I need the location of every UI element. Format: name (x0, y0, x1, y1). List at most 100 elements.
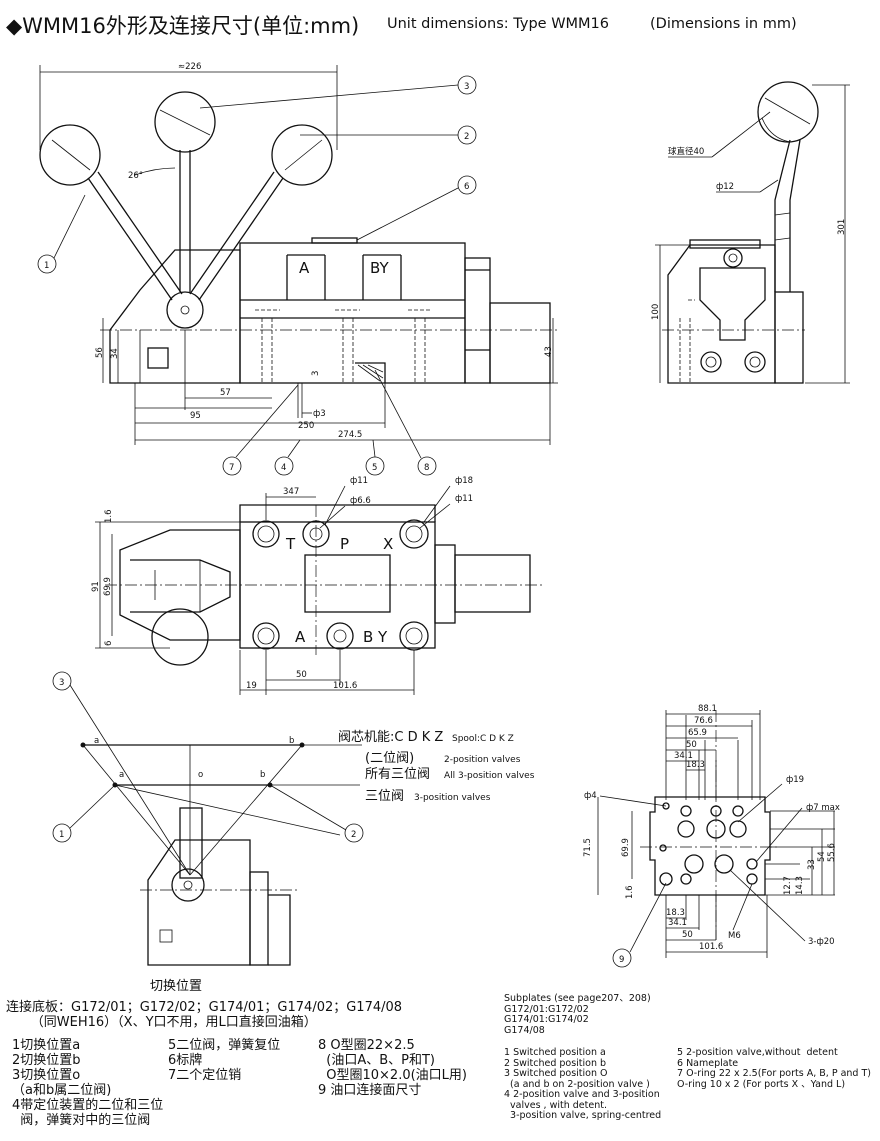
svg-text:6: 6 (464, 182, 469, 192)
callout-pos-2: 2 (269, 784, 364, 843)
dim-101-6-sub: 101.6 (699, 942, 723, 952)
callout-6: 6 (356, 175, 477, 241)
phi12-label: ф12 (716, 182, 734, 192)
port-x-label: X (383, 535, 393, 553)
dim-250: 250 (298, 421, 314, 431)
units-en: (Dimensions in mm) (650, 16, 797, 32)
callout-8: 8 (374, 369, 437, 476)
dim-6: 6 (104, 641, 114, 646)
three-pos-label-en: 3-position valves (414, 793, 491, 803)
phi66-label: ф6.6 (350, 496, 371, 506)
port-a-label: A (299, 259, 310, 277)
ball-diameter-label: 球直径40 (668, 146, 704, 157)
dim-57: 57 (220, 388, 231, 398)
dim-33: 33 (807, 859, 817, 870)
positions-view: a b a o b 阀芯机能:C D K Z Spool:C D K Z (二位… (52, 671, 535, 994)
port-p-label: P (340, 535, 349, 553)
svg-text:8: 8 (424, 463, 429, 473)
subplate-view: 88.1 76.6 65.9 50 34.1 18.3 ф19 ф4 ф7 ma… (583, 704, 840, 968)
dim-88-1: 88.1 (698, 704, 717, 714)
dim-34: 34 (110, 348, 120, 359)
callout-pos-3: 3 (52, 671, 72, 691)
callout-1: 1 (37, 194, 86, 274)
callout-pos-1: 1 (52, 784, 116, 843)
port-by2-label: B Y (363, 628, 388, 646)
angle-label: 26° (128, 171, 143, 181)
dim-101-6: 101.6 (333, 681, 357, 691)
dim-65-9: 65.9 (688, 728, 707, 738)
pos-o-mid: o (198, 770, 203, 780)
svg-text:5: 5 (372, 463, 377, 473)
dim-95: 95 (190, 411, 201, 421)
dim-76-6: 76.6 (694, 716, 713, 726)
svg-text:2: 2 (464, 132, 469, 142)
dim-18-3-bot: 18.3 (666, 908, 685, 918)
dim-50-top: 50 (686, 740, 697, 750)
dim-226: ≈226 (178, 62, 201, 72)
dim-18-3-top: 18.3 (686, 760, 705, 770)
phi20-label: 3-ф20 (808, 937, 835, 947)
phi11b-label: ф11 (455, 494, 473, 504)
dim-1-6-sub: 1.6 (625, 885, 635, 899)
callout-7: 7 (222, 384, 299, 476)
port-a2-label: A (295, 628, 306, 646)
dim-phi3: ф3 (313, 409, 326, 419)
page-title: ◆WMM16外形及连接尺寸(单位:mm) (6, 14, 360, 38)
callout-2: 2 (300, 125, 477, 145)
svg-text:7: 7 (229, 463, 234, 473)
callout-4: 4 (274, 439, 301, 476)
dim-100: 100 (651, 304, 661, 320)
dim-34-1-bot: 34.1 (668, 918, 687, 928)
dim-3: 3 (311, 371, 321, 376)
callout-3: 3 (199, 75, 477, 109)
phi18-label: ф18 (455, 476, 473, 486)
pos-b-top: b (289, 736, 294, 746)
dim-69-9: 69.9 (103, 577, 113, 596)
dim-56: 56 (95, 347, 105, 358)
callout-5: 5 (365, 439, 385, 476)
notes-col3: 8 O型圈22×2.5 (油口A、B、P和T) O型圈10×2.0(油口L用) … (318, 1038, 467, 1098)
phi4-label: ф4 (584, 791, 597, 801)
dim-12-7: 12.7 (783, 876, 793, 895)
m6-label: M6 (728, 931, 741, 941)
dim-301: 301 (837, 219, 847, 235)
dim-71-5: 71.5 (583, 838, 593, 857)
svg-text:2: 2 (351, 830, 356, 840)
port-by-label: BY (370, 259, 389, 277)
front-view: 26° ≈226 56 34 43 57 95 3 ф3 250 274.5 A (37, 62, 560, 476)
dim-69-9-sub: 69.9 (621, 838, 631, 857)
pos-a-top: a (94, 736, 99, 746)
svg-text:1: 1 (44, 261, 49, 271)
notes-col2: 5二位阀，弹簧复位 6标牌 7二个定位销 (168, 1038, 281, 1083)
dim-55-6: 55.6 (827, 843, 837, 862)
dim-34-1-top: 34.1 (674, 751, 693, 761)
notes-en-col1: 1 Switched position a 2 Switched positio… (504, 1047, 662, 1121)
side-view: 301 100 球直径40 ф12 (651, 81, 850, 384)
svg-text:9: 9 (619, 955, 624, 965)
two-pos-label: (二位阀) (365, 751, 414, 766)
svg-text:3: 3 (464, 82, 469, 92)
dim-14-3: 14.3 (795, 876, 805, 895)
all-three-label: 所有三位阀 (365, 767, 430, 782)
dim-274-5: 274.5 (338, 430, 362, 440)
dim-54: 54 (817, 851, 827, 862)
dim-1-6: 1.6 (104, 509, 114, 523)
pos-b-mid: b (260, 770, 265, 780)
svg-text:1: 1 (59, 830, 64, 840)
port-t-label: T (285, 535, 296, 553)
all-three-label-en: All 3-position valves (444, 771, 535, 781)
dim-50-bot: 50 (682, 930, 693, 940)
dim-19: 19 (246, 681, 257, 691)
positions-caption: 切换位置 (150, 979, 202, 994)
callout-9: 9 (612, 882, 667, 968)
dim-50: 50 (296, 670, 307, 680)
page-title-en: Unit dimensions: Type WMM16 (387, 16, 610, 32)
dim-347: 347 (283, 487, 299, 497)
phi19-label: ф19 (786, 775, 804, 785)
svg-text:3: 3 (59, 678, 64, 688)
pos-a-mid: a (119, 770, 124, 780)
subplate-note-cn: 连接底板：G172/01；G172/02；G174/01；G174/02；G17… (6, 1000, 403, 1030)
svg-text:4: 4 (281, 463, 286, 473)
dim-91: 91 (91, 581, 101, 592)
